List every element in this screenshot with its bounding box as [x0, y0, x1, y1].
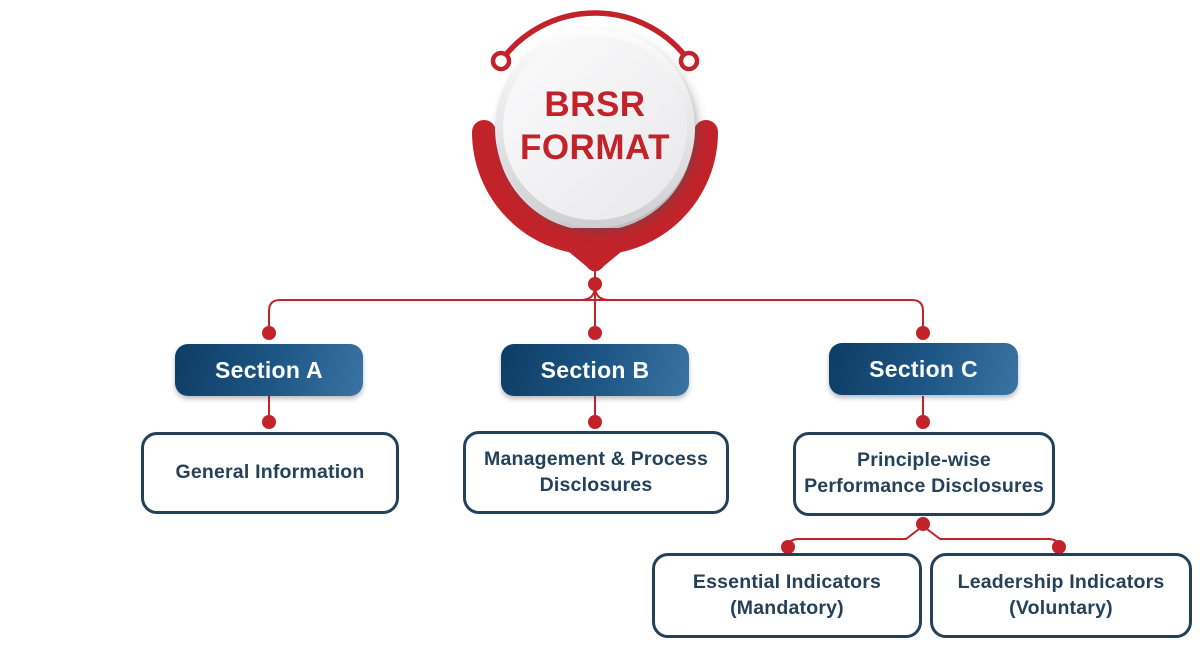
emblem-circle-face: [503, 36, 687, 220]
dot-above-desc-b: [588, 415, 602, 429]
section-a-description: General Information: [175, 461, 365, 484]
section-b-pill: Section B: [501, 344, 689, 396]
dot-below-desc-c: [916, 517, 930, 531]
essential-indicators-box: Essential Indicators (Mandatory): [652, 553, 922, 638]
dot-above-section-b: [588, 326, 602, 340]
section-a-pill: Section A: [175, 344, 363, 396]
section-c-label: Section C: [869, 355, 978, 382]
dot-above-leaf-2: [1052, 540, 1066, 554]
leadership-indicators-line1: Leadership Indicators: [957, 570, 1165, 593]
emblem-title: BRSR FORMAT: [495, 84, 695, 169]
section-c-pill: Section C: [829, 343, 1018, 395]
leadership-indicators-line2: (Voluntary): [1009, 596, 1113, 619]
essential-indicators-line2: (Mandatory): [730, 596, 844, 619]
dot-above-section-c: [916, 326, 930, 340]
connector-split-left: [787, 525, 924, 549]
dot-above-desc-a: [262, 415, 276, 429]
leadership-indicators-box: Leadership Indicators (Voluntary): [930, 553, 1192, 638]
essential-indicators-line1: Essential Indicators: [692, 570, 882, 593]
section-c-description-line1: Principle-wise: [857, 449, 991, 472]
left-ring-icon: [490, 50, 512, 72]
section-a-description-box: General Information: [141, 432, 399, 514]
section-b-description-box: Management & Process Disclosures: [463, 431, 729, 514]
section-c-description-box: Principle-wise Performance Disclosures: [793, 432, 1055, 516]
dot-above-leaf-1: [781, 540, 795, 554]
section-a-label: Section A: [215, 356, 323, 383]
dot-above-desc-c: [916, 415, 930, 429]
connector-split-right: [922, 525, 1060, 549]
top-arc: [498, 10, 692, 63]
section-b-description-line1: Management & Process: [484, 447, 708, 470]
brsr-emblem: [472, 10, 718, 272]
section-c-description-line2: Performance Disclosures: [804, 475, 1044, 497]
dot-emblem: [588, 277, 602, 291]
right-ring-icon: [678, 50, 700, 72]
section-b-description-line2: Disclosures: [539, 473, 653, 496]
pointer-tail: [540, 228, 650, 272]
connector-dots: [262, 277, 1066, 554]
connector-top-rail: [268, 299, 924, 333]
section-b-label: Section B: [540, 356, 650, 383]
emblem-title-line2: FORMAT: [519, 127, 671, 167]
dot-above-section-a: [262, 326, 276, 340]
emblem-title-line1: BRSR: [544, 85, 646, 124]
